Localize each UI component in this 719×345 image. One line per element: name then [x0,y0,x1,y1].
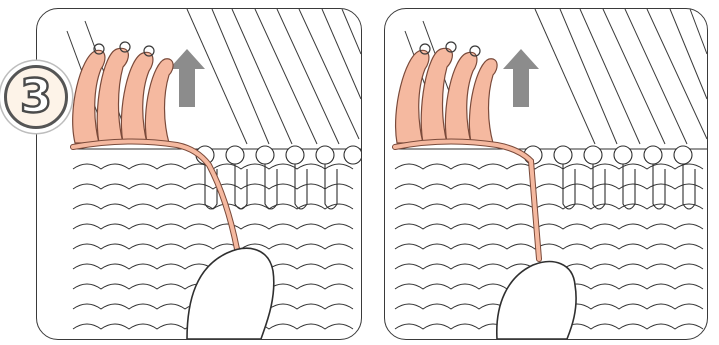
left-panel-drawing [37,9,361,339]
up-arrow [503,49,539,107]
empty-stitch-loops [524,146,695,209]
step-number: 3 [20,73,52,119]
hand-finger [497,262,576,339]
yarn-strand [395,141,539,259]
yarn-loops-on-needles [73,48,173,143]
yarn-loops-on-needles [396,48,498,143]
right-panel-drawing [385,9,707,339]
up-arrow [169,49,205,107]
step-number-badge: 3 [4,65,68,129]
right-panel [384,8,708,340]
left-panel [36,8,362,340]
hand-finger [187,248,274,339]
